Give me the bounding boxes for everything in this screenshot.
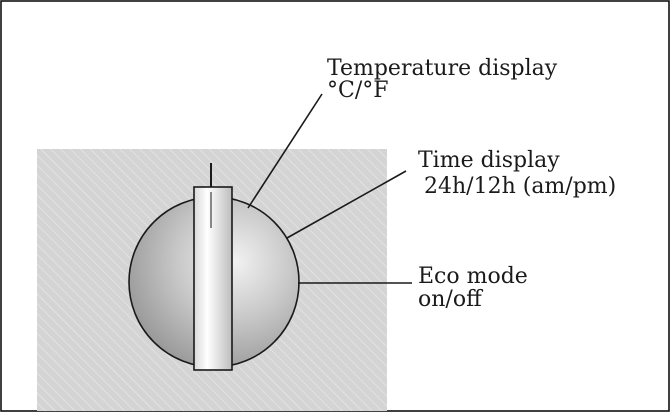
callout-temperature-title: Temperature display xyxy=(327,56,558,81)
leader-temperature xyxy=(247,93,323,209)
callout-eco-title: Eco mode xyxy=(418,264,528,289)
callout-eco-detail: on/off xyxy=(418,287,482,312)
callout-time-detail: 24h/12h (am/pm) xyxy=(424,174,617,199)
leader-time xyxy=(286,170,407,239)
callout-temperature-detail: °C/°F xyxy=(327,78,389,103)
callout-time-title: Time display xyxy=(418,148,560,173)
knob-grip xyxy=(193,186,233,371)
